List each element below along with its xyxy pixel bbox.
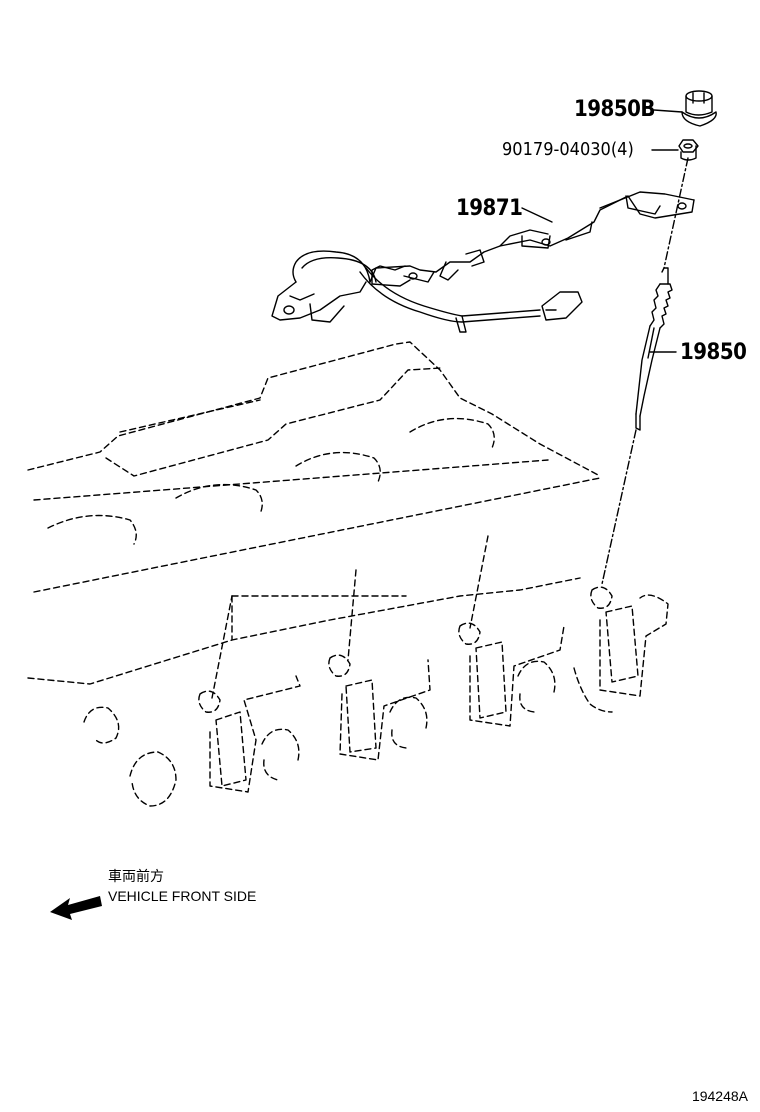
cylinder-head-outline [27, 341, 669, 807]
assembly-centerline [663, 157, 689, 269]
label-connector: 19871 [456, 196, 523, 221]
leader-connector [521, 207, 553, 223]
assembly-centerline-lower [601, 429, 637, 585]
figure-number: 194248A [691, 1088, 748, 1104]
connector-harness-drawing [271, 191, 695, 333]
label-grommet: 19850B [574, 97, 655, 122]
nut-drawing [678, 139, 699, 161]
glow-plug-drawing [635, 267, 673, 431]
direction-note-english: VEHICLE FRONT SIDE [108, 888, 257, 904]
label-nut: 90179-04030(4) [502, 139, 634, 160]
front-direction-arrow-icon [50, 896, 102, 920]
leader-grommet [653, 109, 683, 113]
grommet-drawing [681, 90, 717, 127]
label-glow-plug: 19850 [680, 340, 747, 365]
direction-note-japanese: 車両前方 [108, 868, 164, 884]
